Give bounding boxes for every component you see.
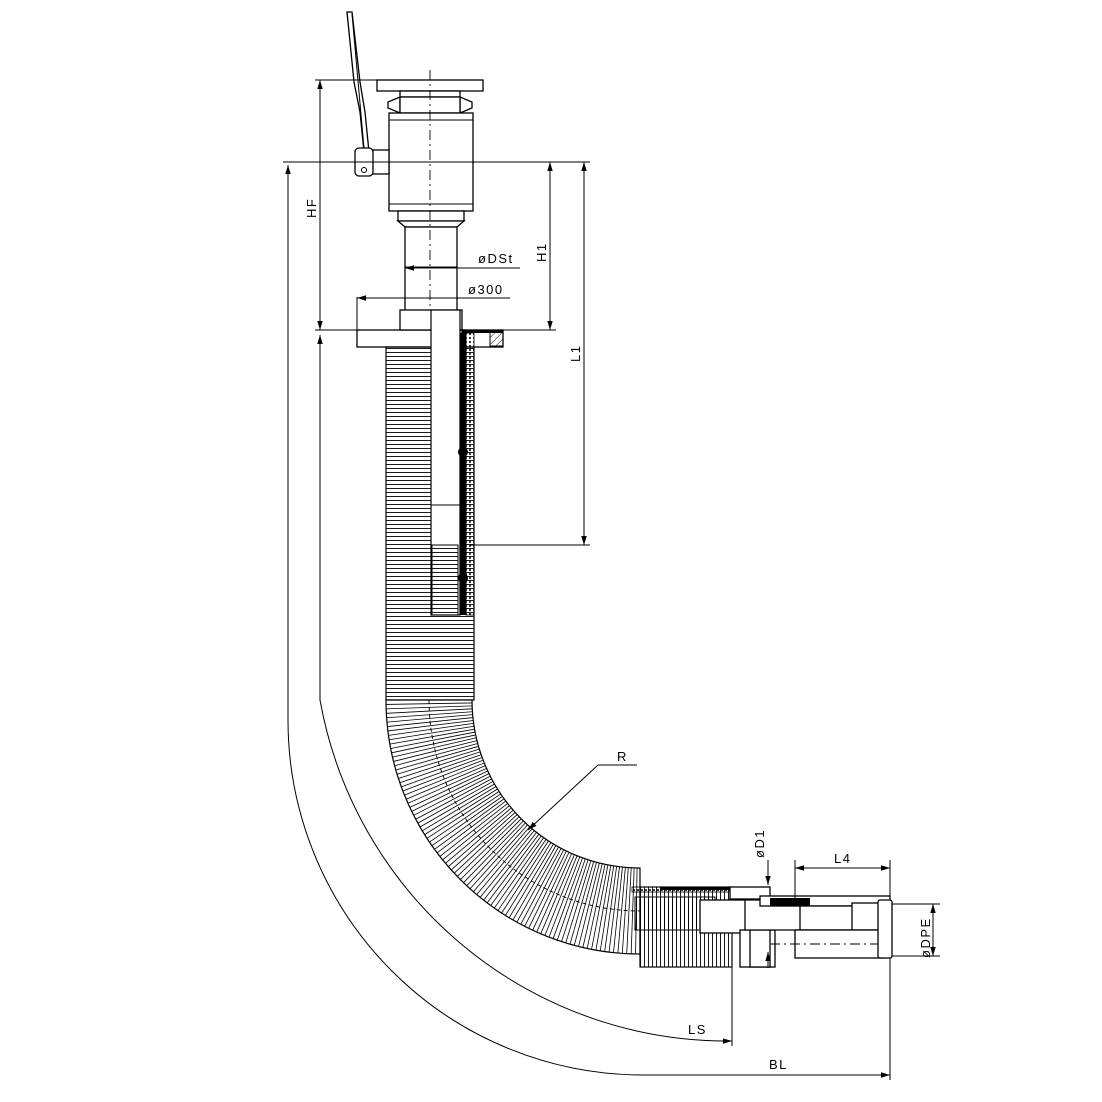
hose-bend — [385, 699, 641, 955]
dimension-labels: HF H1 L1 øDSt ø300 R øD1 L4 øDPE LS BL — [304, 198, 933, 1072]
label-hf: HF — [304, 198, 319, 218]
label-bl: BL — [769, 1057, 788, 1072]
label-dst: øDSt — [478, 251, 514, 266]
label-d1: øD1 — [752, 829, 767, 858]
label-d300: ø300 — [468, 282, 504, 297]
label-l4: L4 — [834, 851, 851, 866]
vertical-hose — [385, 309, 475, 701]
label-dpe: øDPE — [918, 917, 933, 958]
label-h1: H1 — [534, 242, 549, 262]
label-r: R — [617, 749, 628, 764]
standpipe — [404, 226, 458, 318]
label-l1: L1 — [568, 345, 583, 362]
dimensions — [285, 79, 940, 1080]
label-ls: LS — [688, 1022, 707, 1037]
